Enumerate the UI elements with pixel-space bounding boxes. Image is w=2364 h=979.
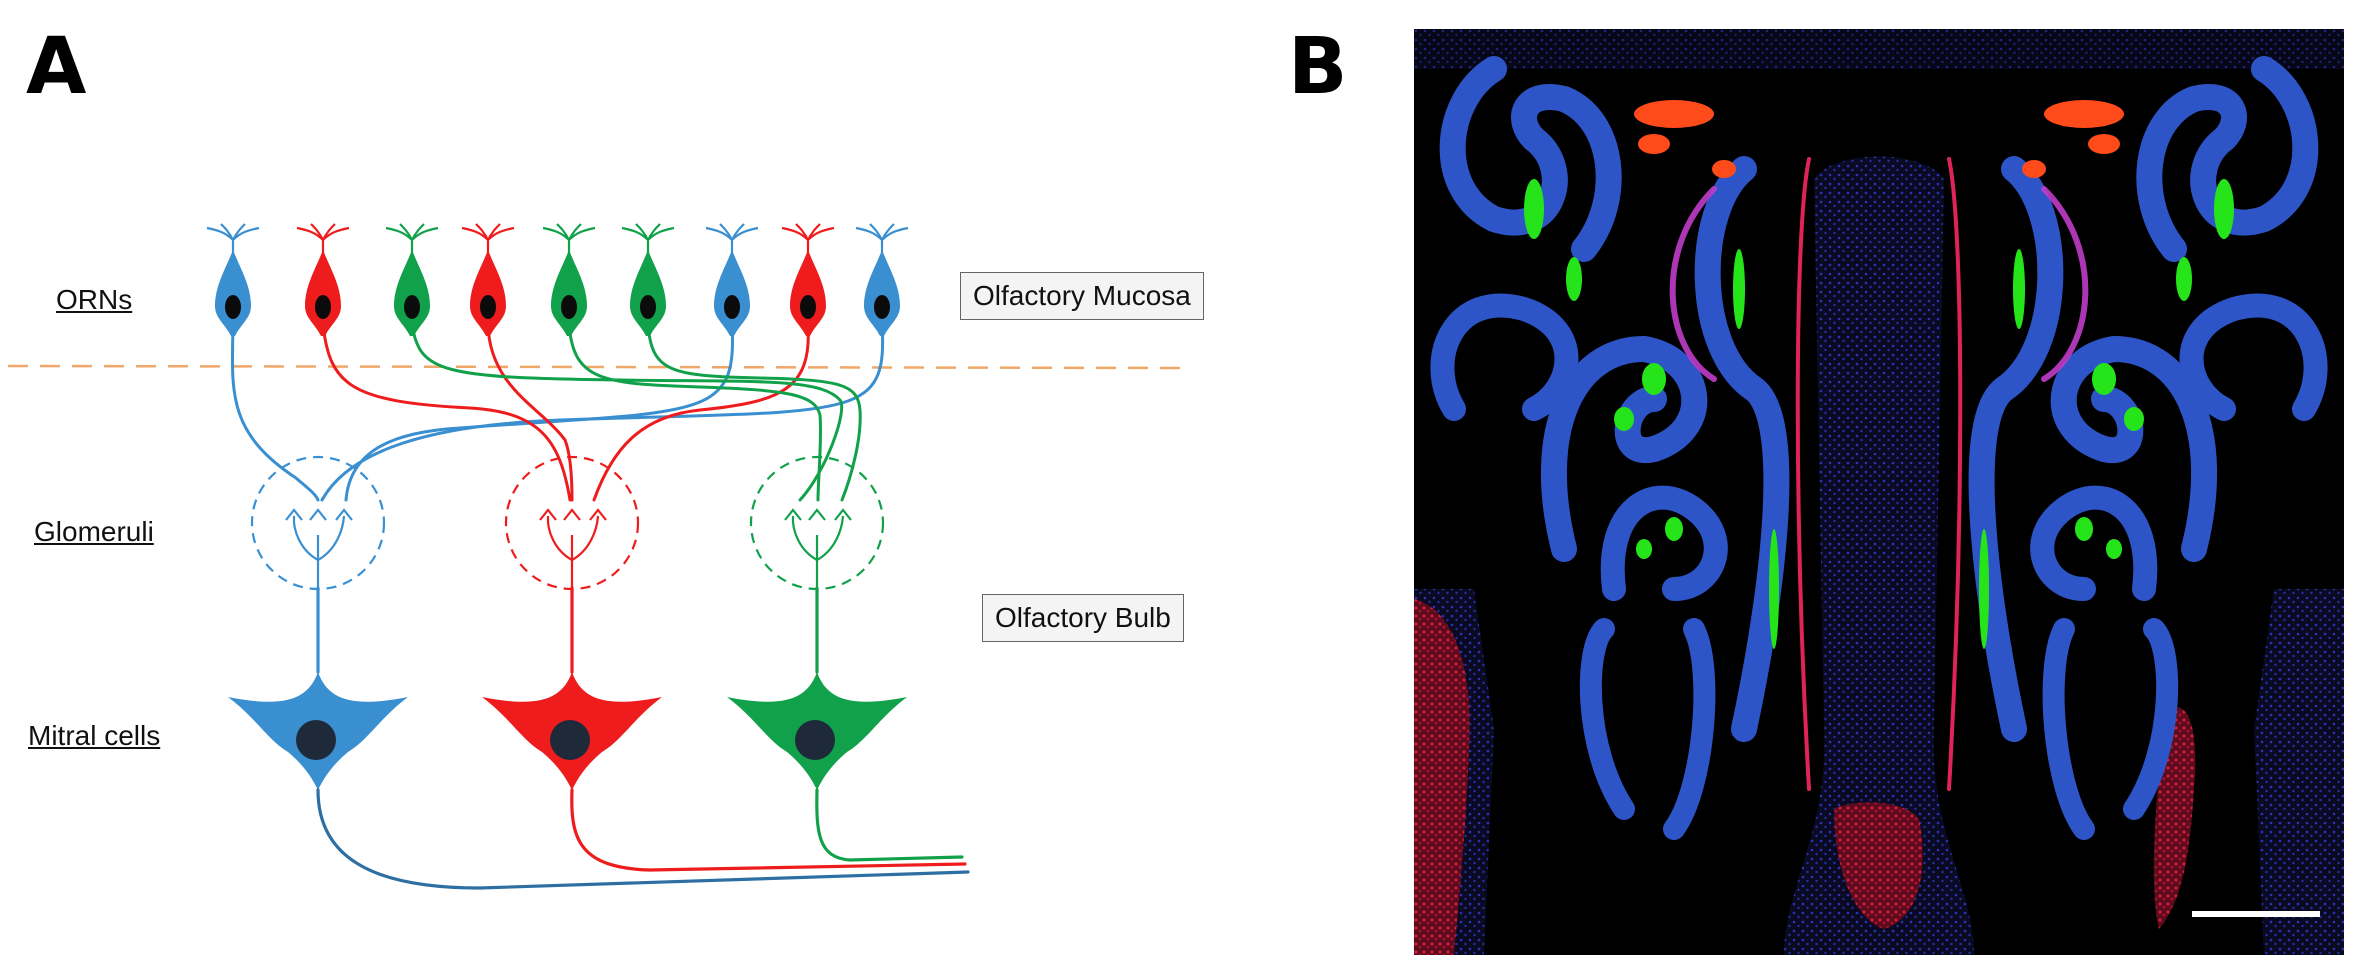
mucosa-boundary-line [7, 364, 1186, 370]
mitral-axon-blue [316, 788, 970, 890]
orn-cells [206, 223, 909, 336]
septum-red-tissue [1834, 802, 1923, 929]
axon-orn-5 [567, 323, 823, 502]
axon-orn-2 [321, 323, 572, 502]
glomeruli-group [250, 455, 885, 610]
axon-orn-4 [486, 323, 574, 502]
axon-orn-6 [646, 323, 862, 502]
top-tissue [1414, 29, 2344, 69]
panel-letter-b: B [1288, 22, 1348, 112]
axon-orn-1 [230, 323, 320, 502]
axon-orn-9 [320, 323, 885, 502]
mitral-axons [316, 788, 970, 890]
orn-cell-5-green [542, 223, 596, 336]
label-mitral-cells: Mitral cells [28, 720, 161, 751]
mitral-cell-green [727, 672, 907, 790]
mitral-cell-red [482, 672, 662, 790]
label-orns: ORNs [56, 284, 133, 315]
green-glands [1524, 179, 2234, 649]
turbinate-epithelium [1430, 56, 2328, 840]
scale-bar [2192, 911, 2320, 917]
orn-cell-1-blue [206, 223, 260, 336]
label-glomeruli: Glomeruli [34, 516, 154, 547]
axon-orn-8 [592, 323, 810, 502]
nasal-septum [1784, 156, 1974, 955]
right-stroma [2254, 589, 2344, 955]
nasal-cavity-micrograph [1414, 29, 2344, 955]
axon-orn-3 [410, 323, 844, 502]
mitral-axon-green [815, 788, 964, 862]
label-olfactory-mucosa: Olfactory Mucosa [960, 272, 1204, 320]
mitral-axon-red [570, 788, 967, 872]
olfactory-wiring-diagram [7, 223, 1186, 890]
orn-cell-4-red [461, 223, 515, 336]
mitral-cells [228, 672, 907, 790]
mitral-cell-blue [228, 672, 408, 790]
red-glands [1634, 100, 2124, 178]
orn-cell-3-green [385, 223, 439, 336]
left-red-tissue [1414, 599, 1470, 955]
orn-cell-2-red [296, 223, 350, 336]
orn-axons [230, 323, 885, 502]
orn-cell-8-red [781, 223, 835, 336]
label-olfactory-bulb: Olfactory Bulb [982, 594, 1184, 642]
panel-letter-a: A [26, 22, 87, 112]
orn-cell-6-green [621, 223, 675, 336]
orn-cell-7-blue [705, 223, 759, 336]
orn-cell-9-blue [855, 223, 909, 336]
